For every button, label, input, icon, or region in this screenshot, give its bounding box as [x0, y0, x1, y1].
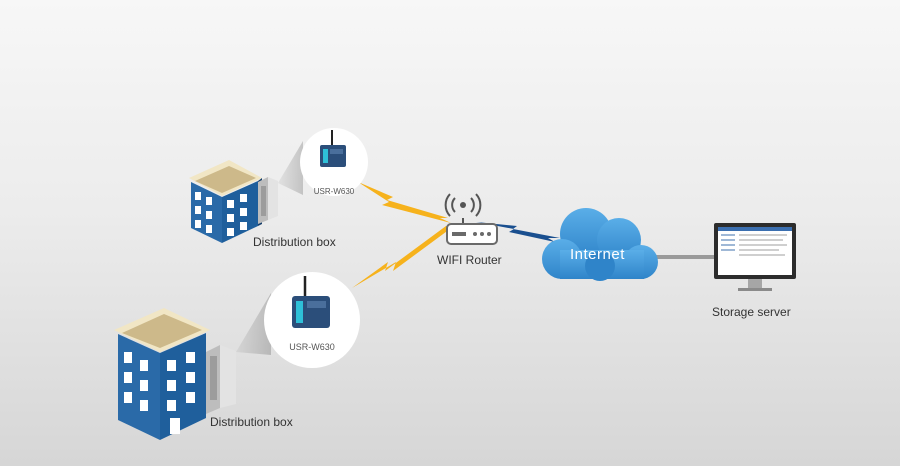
building-bottom [114, 308, 210, 440]
internet-label: Internet [570, 246, 625, 263]
usr-w630-device-bottom [292, 276, 330, 328]
wireless-link-bottom [352, 226, 454, 288]
distribution-box-top [258, 177, 278, 224]
device-label-bottom: USR-W630 [289, 342, 335, 352]
wireless-link-top [358, 182, 451, 223]
wifi-router [444, 193, 498, 245]
server-cable [655, 255, 717, 259]
usr-w630-device-top [320, 130, 346, 167]
storage-server-label: Storage server [712, 305, 791, 319]
device-label-top: USR-W630 [313, 187, 355, 196]
zoom-beam-bottom [236, 293, 271, 355]
distribution-box-label-bottom: Distribution box [210, 415, 293, 429]
router-label: WIFI Router [437, 253, 502, 267]
zoom-beam-top [278, 141, 303, 195]
internet-cloud [542, 208, 658, 281]
wireless-link-internet [476, 222, 560, 242]
storage-server-monitor [714, 223, 796, 291]
distribution-box-label-top: Distribution box [253, 235, 336, 249]
distribution-box-bottom [206, 345, 236, 414]
building-top [189, 160, 262, 243]
